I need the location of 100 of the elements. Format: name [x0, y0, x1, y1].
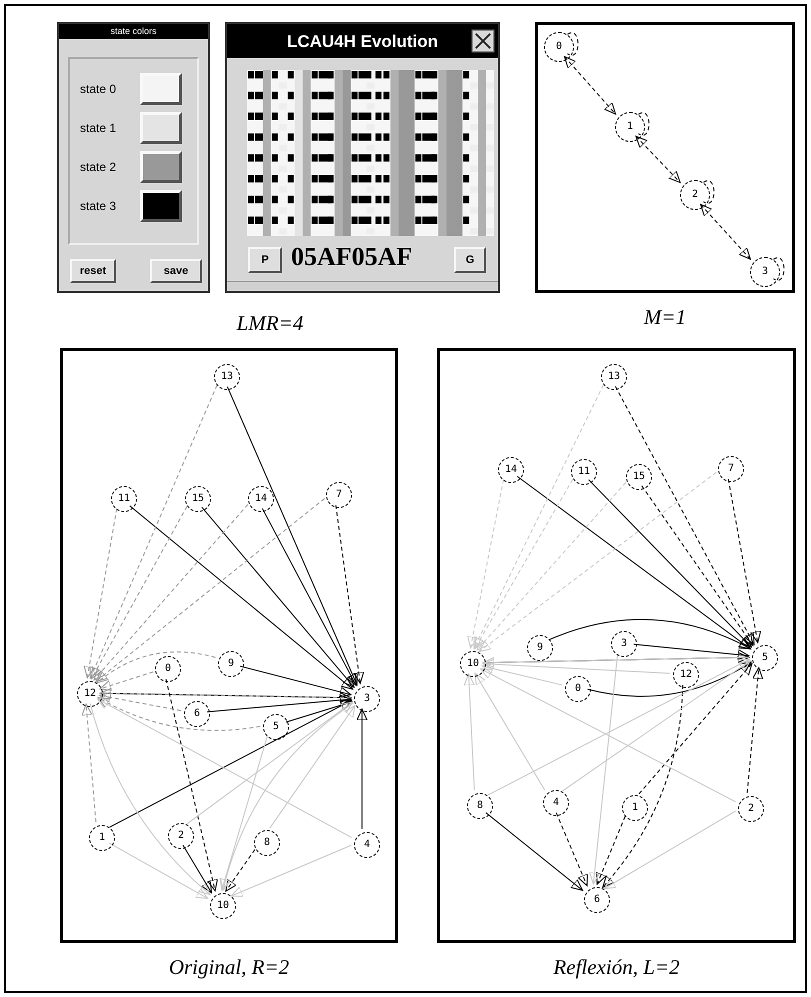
state-node: 0 [544, 32, 574, 62]
arrow [596, 816, 626, 885]
arrow [516, 476, 751, 650]
graph-panel [437, 348, 796, 943]
arrow [220, 702, 354, 891]
arrow [94, 504, 248, 680]
legend-label: state 1 [80, 120, 118, 137]
arrow [464, 674, 475, 791]
state-node: 7 [326, 482, 352, 508]
state-node: 4 [543, 790, 569, 816]
arrow [356, 708, 368, 830]
state-node: 1 [615, 112, 645, 142]
push-button: P [248, 247, 282, 273]
state-node: 8 [254, 830, 280, 856]
arrow [474, 672, 546, 790]
state-node: 15 [626, 464, 652, 490]
state-node: 12 [673, 662, 699, 688]
state-node: 8 [467, 793, 493, 819]
arrow [240, 666, 352, 698]
arrow [82, 704, 96, 823]
app-window [225, 22, 500, 293]
state-node: 15 [185, 486, 211, 512]
figure-caption: Original, R=2 [168, 957, 290, 978]
arrow [262, 508, 357, 686]
state-node: 11 [571, 459, 597, 485]
arrow [467, 478, 504, 648]
arrow [635, 136, 681, 184]
push-button: G [454, 247, 486, 273]
self-loop [638, 112, 650, 136]
state-node: 5 [752, 645, 778, 671]
state-node: 11 [111, 486, 137, 512]
legend-label: state 3 [80, 198, 118, 215]
state-node: 12 [77, 681, 103, 707]
arrow [226, 386, 358, 686]
arrow [100, 671, 154, 691]
arrow [99, 688, 352, 699]
arrow [485, 812, 584, 891]
arrow [614, 386, 755, 645]
dialog-window [57, 22, 210, 293]
arrow [98, 697, 261, 731]
state-node: 3 [611, 631, 637, 657]
arrow [96, 651, 216, 684]
arrow [108, 842, 208, 899]
arrow [201, 506, 355, 688]
state-node: 3 [354, 686, 380, 712]
state-node: 10 [460, 651, 486, 677]
arrow [588, 479, 752, 648]
arrow [230, 844, 352, 897]
state-node: 2 [680, 180, 710, 210]
arrow [482, 658, 670, 674]
arrow [166, 678, 218, 892]
self-loop [702, 180, 714, 204]
state-node: 1 [89, 825, 115, 851]
state-node: 10 [210, 893, 236, 919]
arrow [91, 506, 188, 680]
arrow [84, 508, 118, 678]
arrow [562, 660, 751, 792]
arrow [480, 668, 736, 802]
state-node: 0 [155, 656, 181, 682]
arrow [589, 653, 618, 884]
arrow [746, 667, 764, 794]
arrow [728, 478, 762, 644]
state-node: 2 [168, 823, 194, 849]
state-node: 3 [750, 257, 780, 287]
arrow [476, 482, 626, 650]
state-node: 13 [601, 364, 627, 390]
arrow [186, 702, 353, 824]
arrow [286, 700, 353, 723]
arrow [602, 684, 684, 888]
state-node: 14 [248, 486, 274, 512]
window-title: LCAU4H Evolution [286, 32, 438, 50]
arrow [482, 663, 562, 686]
state-node: 1 [622, 795, 648, 821]
arrow [90, 703, 211, 896]
arrow [129, 505, 354, 690]
rule-code: 05AF05AF [291, 244, 412, 270]
figure-caption: M=1 [642, 307, 688, 328]
push-button: reset [70, 259, 116, 283]
graph-panel [535, 22, 795, 293]
arrow [638, 663, 752, 794]
arrow [478, 472, 717, 652]
arrow [98, 692, 182, 712]
state-node: 9 [218, 651, 244, 677]
arrow [473, 384, 604, 649]
graph-panel [60, 348, 398, 943]
state-node: 2 [738, 796, 764, 822]
arrow [700, 204, 751, 260]
arrow [220, 735, 268, 890]
state-node: 6 [184, 701, 210, 727]
arrow [474, 478, 574, 650]
arrow [482, 656, 750, 668]
arrow [641, 485, 754, 646]
arrow [487, 658, 750, 796]
legend-label: state 2 [80, 159, 118, 176]
arrow [548, 619, 752, 650]
figure-caption: LMR=4 [236, 313, 304, 334]
arrow [225, 849, 256, 892]
state-node: 7 [718, 456, 744, 482]
state-node: 6 [584, 887, 610, 913]
state-node: 4 [354, 832, 380, 858]
